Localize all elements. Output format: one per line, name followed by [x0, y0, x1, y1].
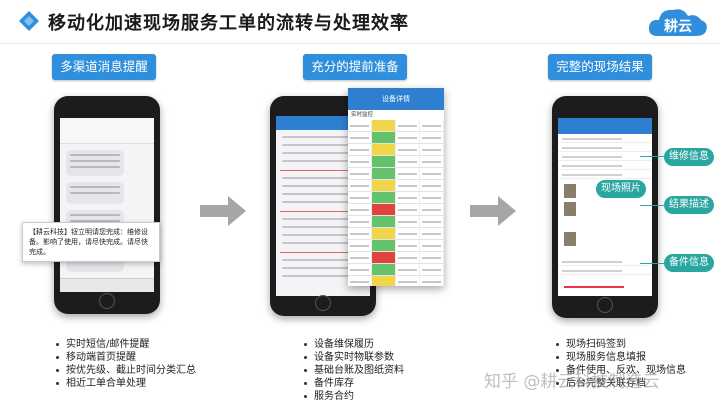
- phone-sms: [54, 96, 160, 314]
- table-row: [348, 264, 444, 276]
- sms-screen: [60, 118, 154, 292]
- bullet-item: 移动端首页提醒: [54, 351, 196, 364]
- table-row: [348, 204, 444, 216]
- section-label-preparation: 充分的提前准备: [303, 54, 407, 80]
- bullet-item: 现场扫码签到: [554, 338, 686, 351]
- table-row: [348, 132, 444, 144]
- bullet-item: 现场服务信息填报: [554, 351, 686, 364]
- connector-line: [640, 263, 664, 264]
- bullet-item: 后台完整关联存档: [554, 377, 686, 390]
- bullet-list-preparation: 设备维保履历 设备实时物联参数 基础台账及图纸资料 备件库存 服务合约: [302, 338, 404, 403]
- table-row: [348, 144, 444, 156]
- form-row[interactable]: [558, 257, 652, 266]
- arrow-right-icon: [470, 196, 516, 226]
- form-row[interactable]: [558, 170, 652, 179]
- form-row[interactable]: [558, 134, 652, 143]
- bullet-item: 相近工单合单处理: [54, 377, 196, 390]
- bullet-list-notifications: 实时短信/邮件提醒 移动端首页提醒 按优先级、截止时间分类汇总 相近工单合单处理: [54, 338, 196, 390]
- table-row: [348, 276, 444, 286]
- section-label-notifications: 多渠道消息提醒: [52, 54, 156, 80]
- sms-input-bar[interactable]: [60, 278, 154, 292]
- bullet-item: 设备实时物联参数: [302, 351, 404, 364]
- bullet-item: 实时短信/邮件提醒: [54, 338, 196, 351]
- table-row: [348, 228, 444, 240]
- form-row[interactable]: [558, 143, 652, 152]
- bullet-item: 备件库存: [302, 377, 404, 390]
- tag-result-description: 结果描述: [664, 196, 714, 214]
- home-button[interactable]: [315, 295, 331, 311]
- table-row: [348, 252, 444, 264]
- table-row: [348, 156, 444, 168]
- app-bar: [276, 116, 370, 130]
- warning-text: [564, 286, 624, 288]
- cloud-logo-icon: 耕云: [646, 4, 710, 40]
- table-row: [348, 120, 444, 132]
- bullet-item: 设备维保履历: [302, 338, 404, 351]
- phone-work-result: [552, 96, 658, 318]
- connector-line: [640, 156, 664, 157]
- home-button[interactable]: [99, 293, 115, 309]
- work-result-screen: [558, 118, 652, 296]
- page-title: 移动化加速现场服务工单的流转与处理效率: [48, 13, 409, 34]
- header-divider: [0, 43, 720, 44]
- bullet-item: 备件使用、反欢、现场信息: [554, 364, 686, 377]
- form-row[interactable]: [558, 161, 652, 170]
- form-row[interactable]: [558, 266, 652, 275]
- section-label-results: 完整的现场结果: [548, 54, 652, 80]
- sms-bubble: [66, 182, 124, 204]
- table-row: [348, 192, 444, 204]
- form-row[interactable]: [558, 152, 652, 161]
- sms-bubble: [66, 150, 124, 176]
- logo-text: 耕云: [664, 19, 692, 35]
- table-row: [348, 180, 444, 192]
- watermark: 知乎 @耕云科技制造云: [484, 372, 660, 392]
- photo-thumbnail[interactable]: [564, 202, 576, 216]
- device-monitor-panel: 设备详情 实时监控: [348, 88, 444, 286]
- tag-spare-parts-info: 备件信息: [664, 254, 714, 272]
- diamond-icon: [19, 11, 39, 31]
- app-bar: [558, 118, 652, 134]
- table-row: [348, 240, 444, 252]
- home-button[interactable]: [597, 297, 613, 313]
- record-list: [276, 136, 370, 277]
- tag-site-photo: 现场照片: [596, 180, 646, 198]
- table-row: [348, 168, 444, 180]
- bullet-list-results: 现场扫码签到 现场服务信息填报 备件使用、反欢、现场信息 后台完整关联存档: [554, 338, 686, 390]
- connector-line: [640, 205, 664, 206]
- bullet-item: 按优先级、截止时间分类汇总: [54, 364, 196, 377]
- arrow-right-icon: [200, 196, 246, 226]
- tag-repair-info: 维修信息: [664, 148, 714, 166]
- panel-title: 设备详情: [348, 88, 444, 110]
- bullet-item: 基础台账及图纸资料: [302, 364, 404, 377]
- photo-thumbnail[interactable]: [564, 184, 576, 198]
- panel-subtitle: 实时监控: [351, 112, 374, 118]
- table-row: [348, 216, 444, 228]
- sms-callout: 【耕云科技】钮立明请您完成：维修设备。影响了使用，请尽快完成。请尽快完成。: [22, 222, 160, 262]
- header: 移动化加速现场服务工单的流转与处理效率 耕云: [0, 0, 720, 44]
- bullet-item: 服务合约: [302, 390, 404, 403]
- sms-header: [60, 118, 154, 144]
- photo-thumbnail[interactable]: [564, 232, 576, 246]
